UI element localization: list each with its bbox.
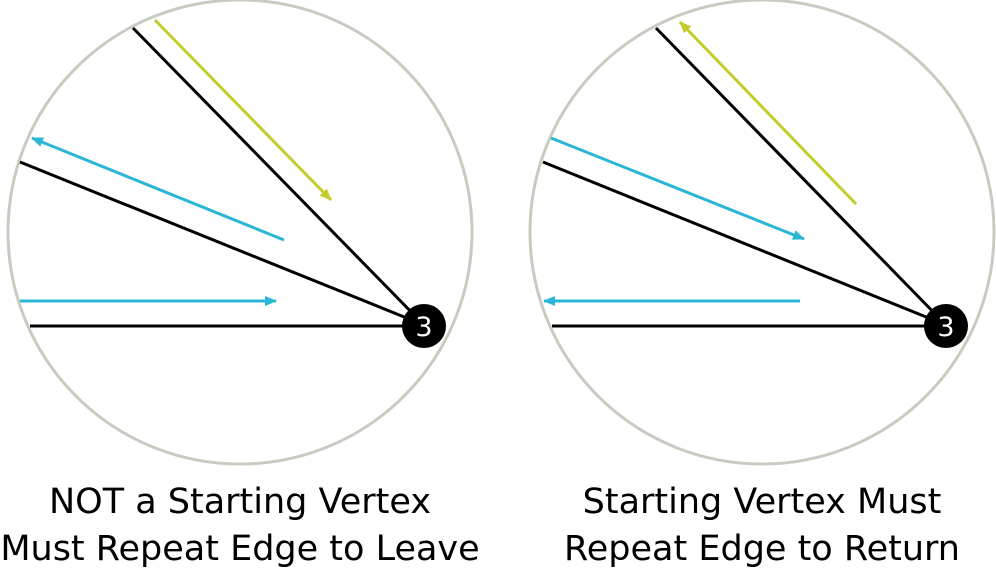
right-vertex [924, 304, 968, 348]
right-arrow-middle-incoming [550, 136, 805, 241]
right-neighborhood-circle [528, 0, 996, 466]
right-caption-line2: Repeat Edge to Return [564, 529, 960, 569]
left-arrow-upper-incoming [153, 18, 333, 202]
right-edge-middle [542, 160, 947, 327]
left-caption-line1: NOT a Starting Vertex [49, 482, 431, 522]
left-vertex [402, 304, 446, 348]
left-edge-upper [131, 26, 426, 327]
left-caption-line2: Must Repeat Edge to Leave [0, 529, 479, 569]
right-caption-line1: Starting Vertex Must [583, 482, 942, 522]
left-neighborhood-circle [6, 0, 474, 466]
left-vertex-label: 3 [415, 312, 432, 343]
left-edge-middle [19, 160, 425, 327]
right-vertex-label: 3 [937, 312, 954, 343]
left-panel: 3 NOT a Starting Vertex Must Repeat Edge… [0, 0, 480, 569]
left-arrow-middle-outgoing [31, 136, 285, 242]
right-edge-upper [654, 26, 948, 327]
right-panel: 3 Starting Vertex Must Repeat Edge to Re… [528, 0, 996, 569]
right-arrow-upper-outgoing [678, 20, 858, 206]
